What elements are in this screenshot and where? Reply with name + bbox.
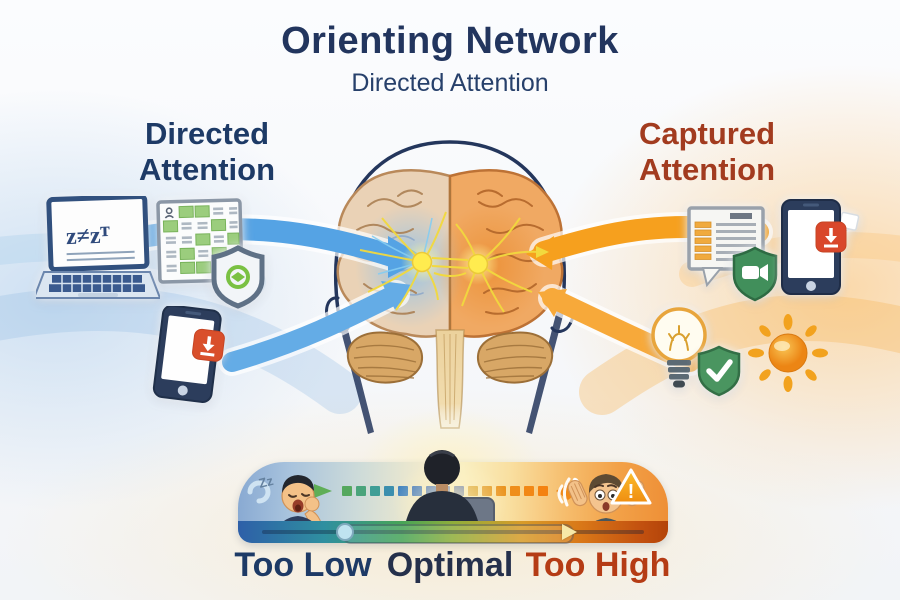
laptop-screen-text: z≠zᵀ xyxy=(66,223,111,251)
attention-scale-bar: Zz xyxy=(238,450,668,544)
high-range-handle xyxy=(562,524,577,540)
phone-download-icon xyxy=(781,199,860,295)
phone-download-icon xyxy=(152,306,225,403)
directed-attention-heading: Directed Attention xyxy=(138,116,276,187)
document-list-bars xyxy=(694,221,712,260)
captured-attention-heading: Captured Attention xyxy=(638,116,776,187)
page-subtitle: Directed Attention xyxy=(351,69,549,97)
laptop-keyboard xyxy=(49,275,145,297)
bulb-base xyxy=(667,360,691,388)
download-badge xyxy=(192,328,225,362)
zzz-text: Zz xyxy=(257,473,275,491)
warning-glyph: ! xyxy=(628,481,635,503)
laptop-icon: z≠zᵀ xyxy=(36,196,160,299)
check-shield-icon xyxy=(697,345,741,397)
video-shield-icon xyxy=(732,246,778,302)
lightbulb-icon xyxy=(651,307,707,388)
low-range-handle xyxy=(336,523,354,541)
video-camera-glyph xyxy=(742,264,768,281)
optimal-range-capsule xyxy=(342,524,574,544)
arousal-gradient-strip xyxy=(238,521,668,544)
title-block: Orienting Network Directed Attention xyxy=(0,20,900,98)
page-title: Orienting Network xyxy=(281,20,619,62)
security-shield-icon xyxy=(211,245,265,309)
sync-glyph xyxy=(226,265,250,289)
label-too-high: Too High xyxy=(525,546,671,584)
label-optimal: Optimal xyxy=(386,546,514,584)
filament xyxy=(668,325,690,351)
strip-groove xyxy=(262,530,644,534)
attention-hub-left xyxy=(359,211,447,311)
attention-hub-right xyxy=(431,217,549,313)
sun-icon xyxy=(748,314,828,392)
notification-document-icon xyxy=(687,206,765,288)
download-badge xyxy=(815,221,847,253)
sun-rays xyxy=(748,314,828,392)
check-glyph xyxy=(706,359,733,382)
label-too-low: Too Low xyxy=(234,546,372,584)
warning-icon: ! xyxy=(610,468,652,505)
